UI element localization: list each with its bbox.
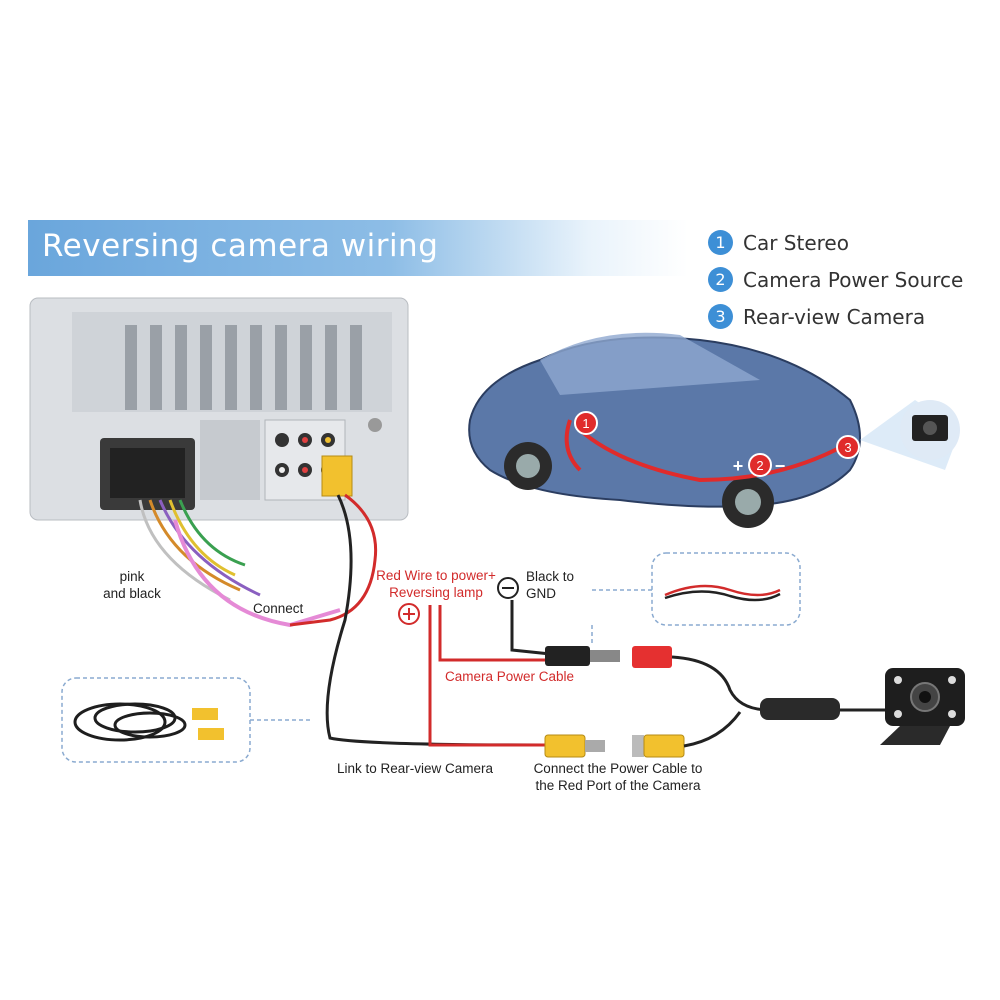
cable-junction — [760, 698, 840, 720]
connect-power-label: Connect the Power Cable to the Red Port … — [533, 761, 703, 793]
minus-sign: − — [775, 456, 786, 476]
legend-item-power-source: 2 Camera Power Source — [708, 261, 963, 298]
car-marker-1: 1 — [574, 411, 598, 435]
dc-socket-icon — [632, 646, 672, 668]
legend-item-rear-camera: 3 Rear-view Camera — [708, 298, 963, 335]
camera-power-cable — [671, 655, 840, 712]
car-stereo-icon — [29, 297, 409, 521]
red-wire-label: Red Wire to power+ Reversing lamp — [376, 568, 496, 600]
video-link-cable — [325, 494, 546, 747]
pink-black-label: pink and black — [103, 569, 161, 601]
rear-view-camera-icon — [880, 668, 965, 745]
camera-power-cable-label: Camera Power Cable — [445, 669, 575, 684]
car-marker-3: 3 — [836, 435, 860, 459]
plus-sign: + — [733, 456, 744, 476]
pink-wire — [173, 519, 341, 628]
power-cable-callout — [651, 552, 801, 626]
title-banner — [28, 220, 688, 276]
legend-number-badge: 1 — [708, 230, 733, 255]
link-camera-label: Link to Rear-view Camera — [337, 761, 494, 776]
rca-plug-female-icon — [643, 734, 685, 758]
car-marker-2: 2 + − — [733, 453, 786, 477]
legend-number-badge: 3 — [708, 304, 733, 329]
power-cable-icon — [664, 584, 781, 602]
rca-cable-callout — [61, 677, 251, 763]
gnd-wire-black — [510, 600, 561, 657]
car-marker-2-label: 2 — [756, 458, 763, 473]
legend-number-badge: 2 — [708, 267, 733, 292]
legend-item-car-stereo: 1 Car Stereo — [708, 224, 963, 261]
connect-label: Connect — [253, 601, 304, 616]
power-wire-red-lower — [428, 605, 545, 747]
ground-terminal-icon — [497, 577, 519, 599]
rca-plug-icon — [321, 455, 353, 497]
car-marker-3-label: 3 — [844, 440, 851, 455]
rca-cable-bundle-icon — [73, 702, 187, 742]
car-marker-1-label: 1 — [582, 416, 589, 431]
car-illustration-icon — [468, 332, 861, 528]
legend: 1 Car Stereo 2 Camera Power Source 3 Rea… — [708, 224, 963, 335]
power-wire-red-upper — [438, 605, 560, 662]
legend-label: Car Stereo — [743, 230, 849, 255]
legend-label: Rear-view Camera — [743, 304, 926, 329]
positive-terminal-icon — [398, 603, 420, 625]
rca-plug-male-icon — [544, 734, 586, 758]
dc-plug-icon — [545, 646, 590, 666]
page-title: Reversing camera wiring — [42, 228, 439, 264]
black-gnd-label: Black to GND — [526, 569, 575, 601]
legend-label: Camera Power Source — [743, 267, 964, 292]
